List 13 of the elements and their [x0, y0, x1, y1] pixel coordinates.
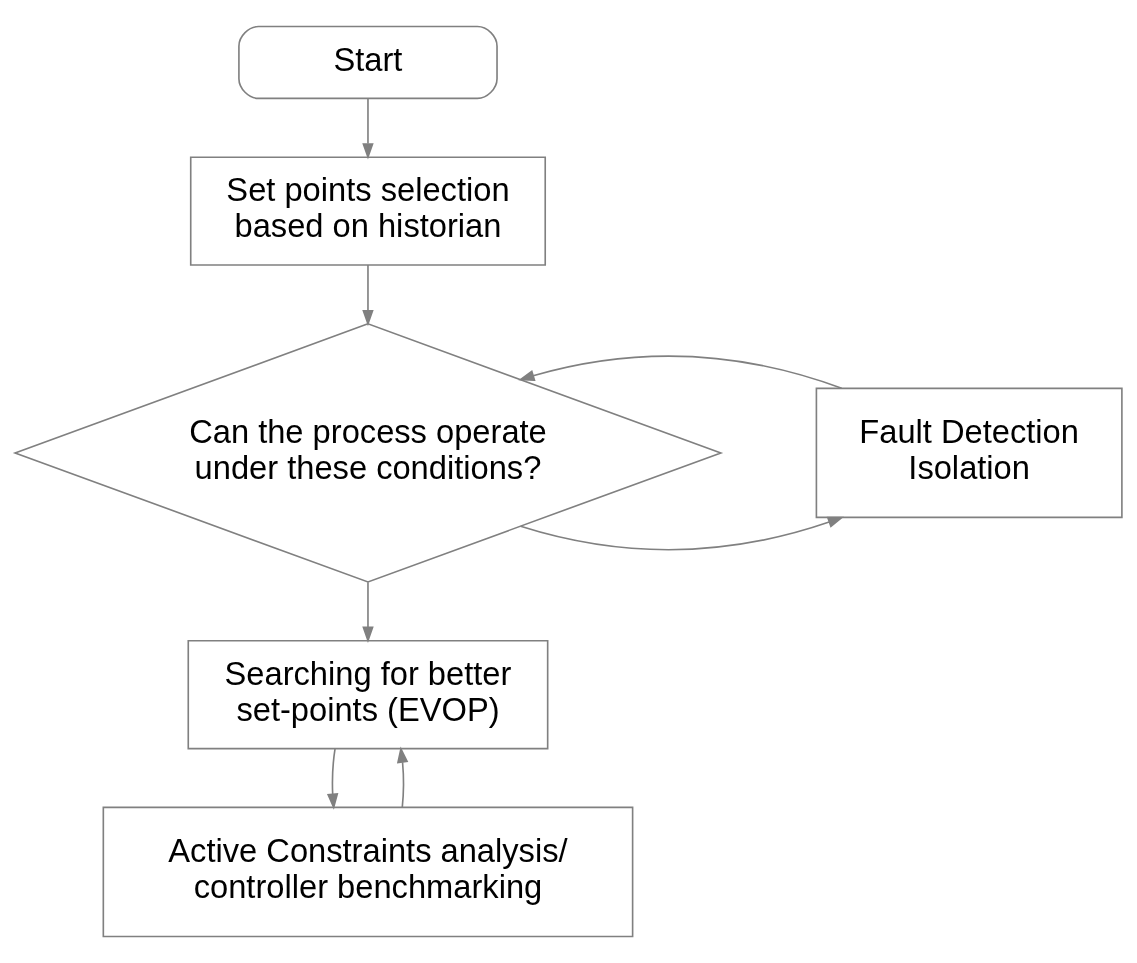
- arrow: [362, 581, 374, 643]
- arrow: [518, 355, 843, 390]
- arrow: [362, 97, 374, 160]
- node-box: Searching for better set-points (EVOP): [187, 639, 549, 750]
- node-box: Set points selection based on historian: [189, 156, 547, 266]
- node-box: Fault Detection Isolation: [815, 387, 1123, 519]
- arrow: [326, 748, 339, 810]
- node-box: Start: [238, 25, 498, 100]
- arrow: [519, 516, 844, 551]
- arrow: [362, 264, 374, 327]
- node-box: Active Constraints analysis/ controller benchmarking: [102, 806, 634, 938]
- node-diamond: Can the process operate under these conditions?: [12, 323, 724, 583]
- arrow: [396, 746, 409, 809]
